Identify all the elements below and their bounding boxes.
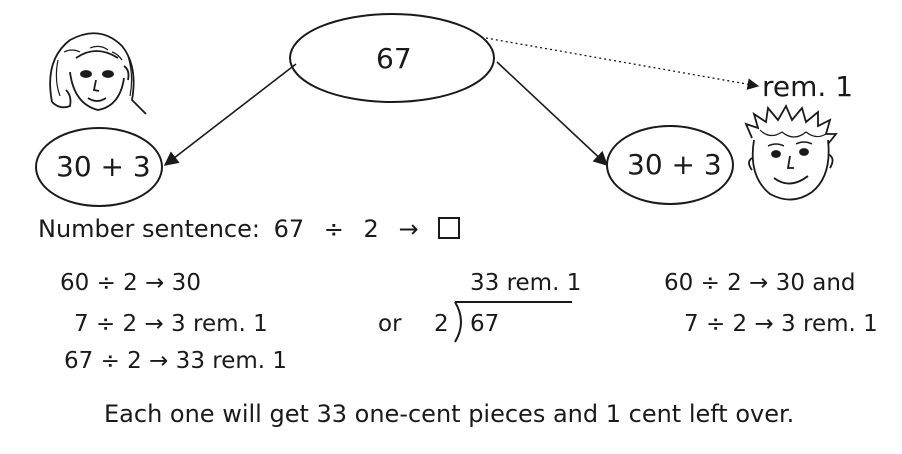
answer-box — [438, 217, 461, 239]
long-division-divisor: 2 — [434, 311, 449, 337]
right-method-line-2: 7 ÷ 2 → 3 rem. 1 — [684, 311, 878, 337]
long-division-quotient: 33 rem. 1 — [470, 270, 582, 296]
left-method-line-1: 60 ÷ 2 → 30 — [60, 270, 201, 296]
left-method-line-3: 67 ÷ 2 → 33 rem. 1 — [64, 348, 288, 374]
long-division-bracket — [454, 301, 572, 343]
conclusion-text: Each one will get 33 one-cent pieces and… — [104, 400, 795, 428]
girl-face-illustration — [49, 32, 147, 115]
left-split-label: 30 + 3 — [56, 150, 151, 183]
remainder-label: rem. 1 — [762, 70, 854, 103]
or-label: or — [378, 311, 402, 337]
right-method-line-1: 60 ÷ 2 → 30 and — [664, 270, 856, 296]
arrow-to-right-split — [496, 61, 609, 166]
top-number: 67 — [376, 42, 412, 75]
long-division-dividend: 67 — [470, 311, 500, 337]
number-sentence: Number sentence: 67 ÷ 2 → — [38, 215, 461, 243]
number-sentence-divisor: 2 — [363, 215, 379, 243]
boy-face-illustration — [744, 103, 838, 201]
top-ellipse — [289, 13, 495, 103]
arrow-symbol: → — [398, 215, 419, 243]
right-split-label: 30 + 3 — [627, 148, 722, 181]
dotted-arrow-to-remainder — [485, 37, 760, 90]
left-method-line-2: 7 ÷ 2 → 3 rem. 1 — [74, 311, 268, 337]
number-sentence-label: Number sentence: — [38, 215, 260, 243]
number-sentence-dividend: 67 — [273, 215, 305, 243]
left-ellipse — [35, 127, 163, 207]
arrow-to-left-split — [163, 63, 297, 166]
division-sign: ÷ — [323, 215, 344, 243]
